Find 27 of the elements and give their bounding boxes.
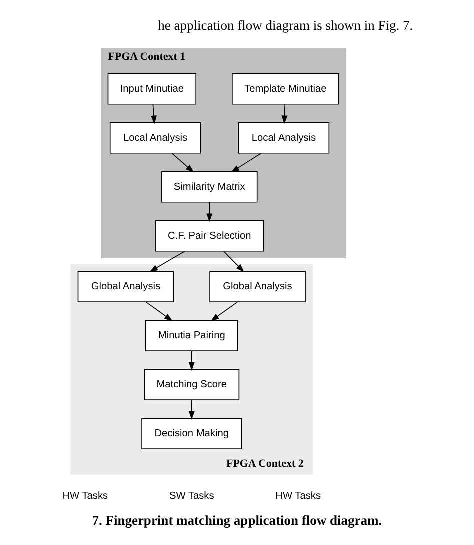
arrow [210,302,238,322]
node-box: Local Analysis [238,122,330,154]
arrow [171,153,194,173]
node-box: Matching Score [144,369,240,400]
label: he application flow diagram is shown in Fig. 7. [158,18,413,33]
arrow [149,251,185,272]
label: SW Tasks [168,490,214,502]
node-box: Global Analysis [77,271,174,302]
node-box: Local Analysis [109,122,201,154]
node-box: Minutia Pairing [144,320,238,352]
label: HW Tasks [275,490,321,502]
caption: 7. Fingerprint matching application flow diagram. [92,512,382,528]
node-box: C.F. Pair Selection [154,220,264,252]
arrow [145,302,172,322]
node-box: Decision Making [141,418,242,450]
node-box: Template Minutiae [232,74,339,105]
arrow [150,104,156,124]
node-box: Input Minutiae [107,74,196,105]
arrow [281,104,288,124]
arrow [222,251,244,272]
arrow [230,153,262,173]
label: HW Tasks [62,490,108,502]
node-box: Global Analysis [209,271,306,302]
arrow [206,202,212,222]
arrow [188,400,194,420]
node-box: Similarity Matrix [160,172,258,203]
arrow [188,350,194,371]
